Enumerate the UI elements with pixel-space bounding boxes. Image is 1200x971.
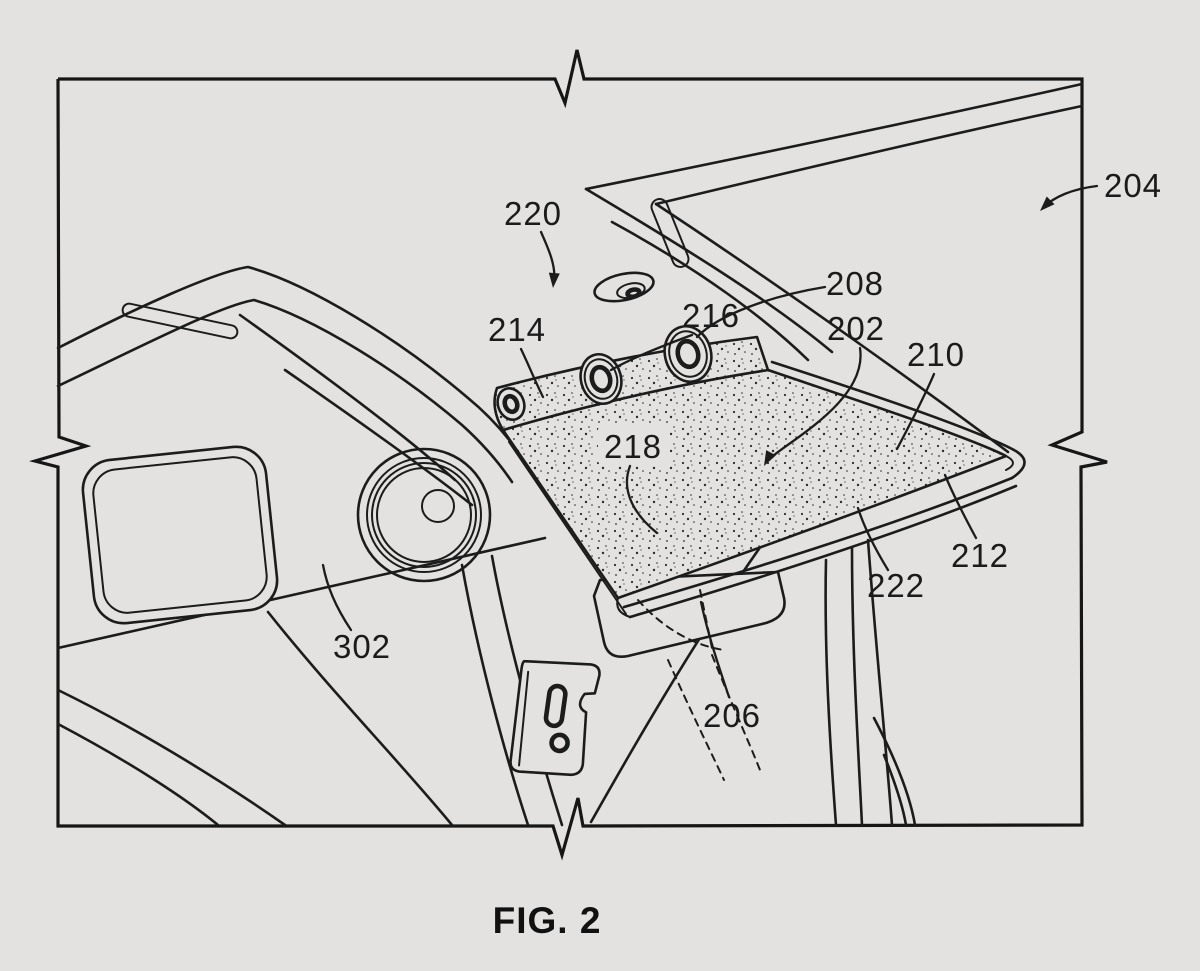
housing-hidden-line-4: [667, 659, 725, 781]
callout-208-label: 208: [826, 265, 884, 302]
grommet-middle-outer: [579, 353, 623, 405]
callout-202-arrowhead: [764, 450, 776, 466]
hole-outer-rim: [593, 271, 655, 303]
callout-208-leader: [695, 285, 827, 339]
visor-band-outer-edge: [56, 265, 534, 474]
grommet-middle-ring: [583, 358, 619, 400]
callout-206-label: 206: [703, 697, 761, 734]
callout-222-label: 222: [867, 567, 925, 604]
callout-212-label: 212: [951, 537, 1009, 574]
panel-left-edge-double: [508, 441, 627, 615]
callout-222-leader: [856, 506, 890, 572]
grommet-right-inner: [675, 338, 701, 370]
interior-left-scene: [56, 265, 601, 827]
windshield-edge-line-2: [283, 368, 474, 507]
grommet-right-ring: [668, 330, 708, 378]
callout-202-leader: [766, 346, 862, 462]
callout-214-leader: [519, 347, 545, 399]
rear-view-mirror: [81, 445, 279, 625]
door-frame-line: [266, 610, 454, 827]
callout-210-label: 210: [907, 336, 965, 373]
windshield-edge-line-1: [238, 313, 457, 482]
panel-trim-nose-inner: [1005, 455, 1014, 471]
callout-206-leader: [699, 600, 731, 699]
right-pillar-line-2: [850, 546, 864, 827]
mirror-mount-boss: [356, 447, 492, 583]
pillar-clip-bracket: [509, 659, 601, 777]
headliner-inner-edge: [654, 104, 1084, 206]
grommet-left-inner: [502, 393, 520, 415]
clip-edge-detail: [518, 670, 530, 767]
clip-body: [509, 659, 601, 777]
figure-border-with-breaks: [29, 49, 1108, 861]
headliner: [584, 82, 1084, 454]
callout-218-halo: [598, 424, 670, 466]
boss-ring-outer: [356, 447, 492, 583]
callout-214-label: 214: [488, 311, 546, 348]
lower-left-line-2: [56, 722, 220, 827]
callout-302-label: 302: [333, 628, 391, 665]
visor-slot: [121, 302, 239, 340]
callout-218-label: 218: [604, 428, 662, 465]
callout-212-leader: [943, 473, 978, 540]
figure-caption: FIG. 2: [493, 900, 602, 941]
right-pillar-line-1: [824, 558, 838, 827]
panel-trim-bottom-2: [628, 484, 1018, 619]
grommet-middle-inner: [589, 364, 613, 394]
boss-ring-4: [376, 467, 472, 563]
headliner-hole: [593, 271, 655, 303]
headliner-top-edge: [584, 82, 1084, 191]
hole-fastener: [625, 287, 642, 300]
boss-center-detail: [421, 489, 455, 523]
callout-204-arrowhead: [1040, 196, 1055, 211]
callout-216-leader: [609, 333, 694, 372]
panel-trim-top-outer: [770, 360, 1016, 452]
panel-trim-bottom-1: [622, 476, 1014, 609]
clip-hole: [549, 732, 570, 754]
headliner-fold-1: [584, 187, 834, 354]
mirror-glass-edge: [92, 456, 268, 614]
mounting-bracket: [493, 325, 770, 432]
mirror-outer-shell: [81, 445, 279, 625]
right-pillar-curve-1: [872, 716, 917, 827]
right-pillar-curve-2: [882, 753, 908, 827]
callout-204-label: 204: [1104, 167, 1162, 204]
headliner-slot: [650, 198, 690, 268]
housing-outline: [592, 570, 786, 658]
callout-218-leader: [625, 464, 659, 535]
visor-band-inner-edge: [56, 298, 514, 484]
center-pillar-line-1: [460, 563, 530, 827]
callouts: 204 220 214 216 208 202 210 218 212 222: [321, 167, 1162, 734]
housing-hidden-line-3: [711, 654, 761, 771]
right-pillar: [824, 538, 917, 827]
grommet-middle: [579, 353, 623, 405]
right-pillar-line-3: [866, 538, 894, 827]
callout-210-leader: [895, 372, 936, 451]
lower-left-line-1: [56, 688, 287, 827]
boss-ring-3: [371, 462, 477, 568]
underside-housing: [592, 570, 786, 781]
headliner-front-edge: [654, 202, 1010, 454]
callout-202-label: 202: [827, 310, 885, 347]
headliner-fold-2: [610, 220, 810, 362]
callout-302-leader: [321, 563, 353, 632]
callout-220-label: 220: [504, 195, 562, 232]
grommet-left: [496, 387, 526, 421]
panel-trim-nose: [1010, 448, 1026, 480]
grommet-left-outer: [496, 387, 526, 421]
clip-slot: [543, 683, 568, 729]
callout-220-arrowhead: [548, 272, 560, 288]
boss-ring-2: [366, 457, 482, 573]
